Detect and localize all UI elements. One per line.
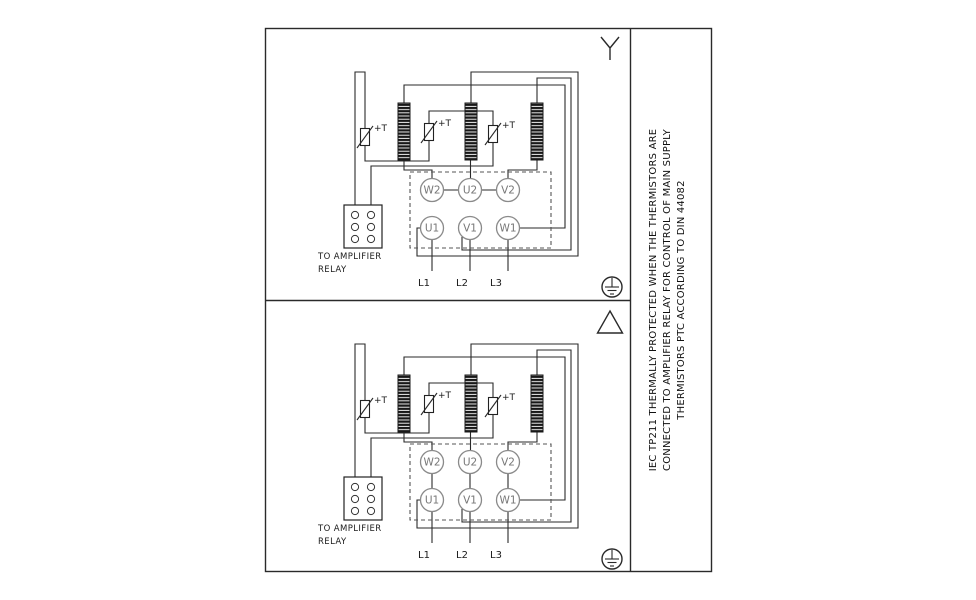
terminal-w1: W1 [495, 215, 521, 241]
winding-coil [530, 374, 544, 433]
svg-text:U1: U1 [425, 495, 439, 507]
side-note-line: CONNECTED TO AMPLIFIER RELAY FOR CONTROL… [662, 128, 673, 471]
ptc-thermistor-symbol: +T [356, 124, 388, 149]
svg-text:U1: U1 [425, 223, 439, 235]
winding-coil [397, 374, 411, 433]
svg-text:V2: V2 [501, 185, 515, 197]
delta-bridge-link [431, 473, 509, 489]
svg-text:U2: U2 [463, 457, 477, 469]
motor-winding-coils [397, 102, 544, 161]
svg-text:V1: V1 [463, 495, 477, 507]
side-note-panel: IEC TP211 THERMALLY PROTECTED WHEN THE T… [648, 128, 687, 471]
wiring [354, 71, 579, 271]
diagram-frame [264, 27, 713, 573]
wiring [354, 343, 579, 543]
supply-line-label-l1: L1 [418, 550, 430, 561]
terminal-w2: W2 [419, 177, 445, 203]
thermistor-label: +T [502, 121, 516, 131]
terminal-u2: U2 [457, 449, 483, 475]
side-note-line: THERMISTORS PTC ACCORDING TO DIN 44082 [676, 180, 687, 420]
motor-winding-coils [397, 374, 544, 433]
ptc-thermistor-symbol: +T [420, 119, 452, 144]
svg-text:W2: W2 [423, 185, 440, 197]
terminal-u1: U1 [419, 487, 445, 513]
amplifier-relay-connector [343, 476, 383, 521]
star-connection-section: +T +T +T W2 U2 V2 U1 [317, 36, 623, 298]
delta-connection-icon [596, 309, 624, 334]
thermistor-label: +T [374, 396, 388, 406]
svg-text:W2: W2 [423, 457, 440, 469]
ptc-thermistor-symbol: +T [356, 396, 388, 421]
terminal-board-outline [409, 171, 552, 249]
supply-line-label-l3: L3 [490, 278, 502, 289]
winding-coil [464, 374, 478, 433]
terminal-v2: V2 [495, 449, 521, 475]
supply-line-label-l2: L2 [456, 278, 468, 289]
relay-caption-line1: TO AMPLIFIER [317, 524, 382, 534]
terminal-w1: W1 [495, 487, 521, 513]
terminal-v1: V1 [457, 487, 483, 513]
side-note-line: IEC TP211 THERMALLY PROTECTED WHEN THE T… [648, 129, 659, 472]
svg-text:W1: W1 [499, 223, 516, 235]
svg-text:V2: V2 [501, 457, 515, 469]
earth-ground-icon [601, 548, 623, 570]
svg-text:W1: W1 [499, 495, 516, 507]
terminal-u1: U1 [419, 215, 445, 241]
amplifier-relay-connector [343, 204, 383, 249]
ptc-thermistor-symbol: +T [420, 391, 452, 416]
thermistor-label: +T [438, 391, 452, 401]
relay-caption-line2: RELAY [318, 265, 347, 275]
winding-coil [464, 102, 478, 161]
supply-line-label-l2: L2 [456, 550, 468, 561]
earth-ground-icon [601, 276, 623, 298]
terminal-v2: V2 [495, 177, 521, 203]
supply-line-label-l1: L1 [418, 278, 430, 289]
winding-coil [397, 102, 411, 161]
terminal-v1: V1 [457, 215, 483, 241]
delta-connection-section: +T +T +T W2 U2 V2 U1 [317, 309, 624, 570]
star-connection-icon [600, 36, 620, 60]
ptc-thermistor-symbol: +T [484, 393, 516, 418]
svg-text:V1: V1 [463, 223, 477, 235]
svg-text:U2: U2 [463, 185, 477, 197]
terminal-w2: W2 [419, 449, 445, 475]
thermistor-label: +T [374, 124, 388, 134]
thermistor-label: +T [502, 393, 516, 403]
ptc-thermistor-symbol: +T [484, 121, 516, 146]
terminal-u2: U2 [457, 177, 483, 203]
terminal-board-outline [409, 443, 552, 521]
thermistor-label: +T [438, 119, 452, 129]
relay-caption-line2: RELAY [318, 537, 347, 547]
supply-line-label-l3: L3 [490, 550, 502, 561]
relay-caption-line1: TO AMPLIFIER [317, 252, 382, 262]
winding-coil [530, 102, 544, 161]
